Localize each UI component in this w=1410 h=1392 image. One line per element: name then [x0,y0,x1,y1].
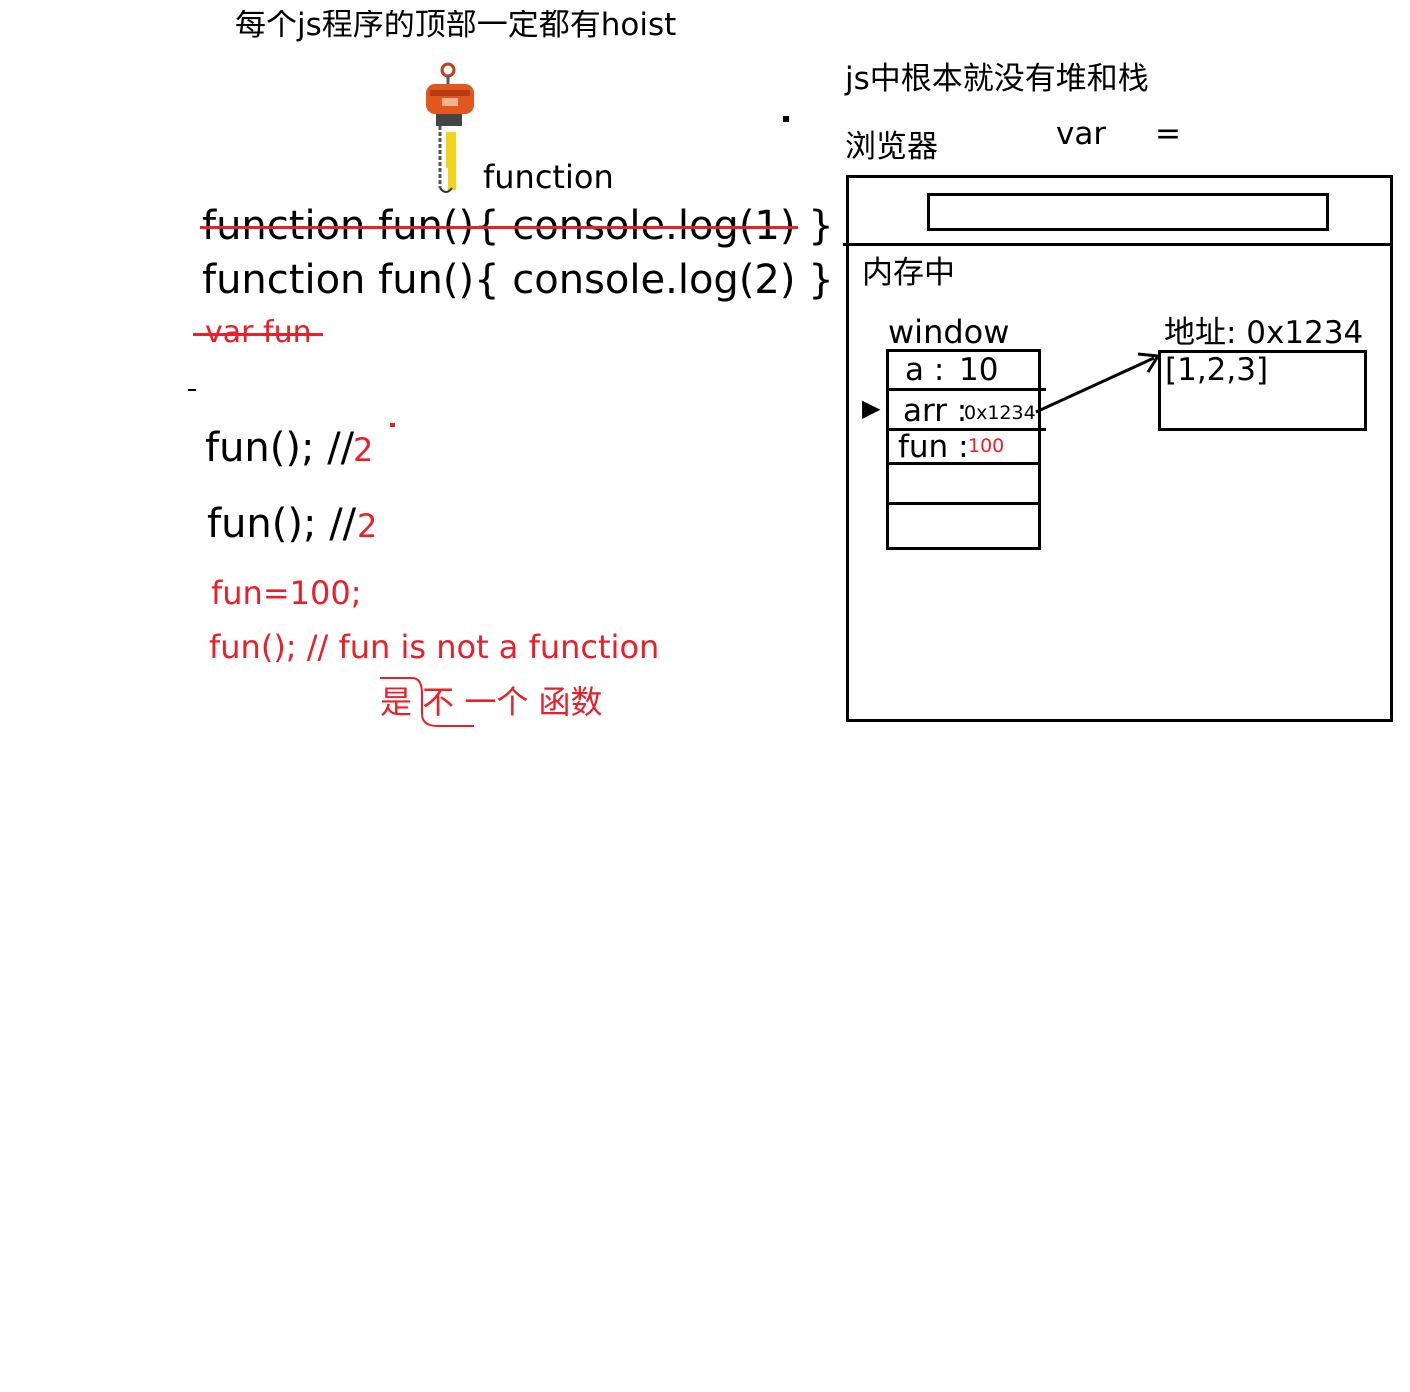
slot-fun-value: 100 [968,435,1005,457]
slot-divider [886,428,1046,431]
browser-toolbar-divider [843,243,1391,246]
hoist-title: 每个js程序的顶部一定都有hoist [235,10,677,43]
current-slot-pointer-icon: ▶ [862,394,881,422]
array-value: [1,2,3] [1165,352,1269,388]
slot-arr-value: 0x1234 [964,402,1036,424]
note-line: 是 不 一个 函数 [380,683,603,721]
slot-arr-name: arr : [903,393,968,429]
array-object-box [1158,350,1367,431]
reference-arrow [1035,352,1161,414]
slot-a-value: 10 [959,352,999,388]
note-bracket-mark [380,677,474,727]
strikethrough-line-1 [200,226,798,229]
browser-window-frame [846,175,1393,722]
address-bar [927,193,1329,231]
slot-a-name: a : [905,352,945,388]
slot-divider [886,502,1041,505]
browser-label: 浏览器 [845,129,938,165]
heading-no-heap-stack: js中根本就没有堆和栈 [845,61,1149,97]
slot-fun-name: fun : [898,429,969,465]
var-label: var [1056,116,1107,152]
stray-mark [783,116,789,122]
call-line-1: fun(); // [205,425,355,471]
assign-line: fun=100; [211,574,362,612]
equals-label: = [1155,116,1181,152]
stray-mark [390,423,395,427]
strikethrough-var [193,333,323,336]
window-object-box [886,349,1041,550]
address-label: 地址: 0x1234 [1164,315,1364,351]
memory-label: 内存中 [862,255,955,291]
call-1-answer: 2 [353,431,374,469]
code-line-2: function fun(){ console.log(2) } [202,257,834,303]
stray-mark [188,389,196,391]
call-2-answer: 2 [357,507,378,545]
slot-divider [886,462,1041,465]
window-label: window [888,313,1010,351]
slot-divider [886,388,1046,391]
call-line-2: fun(); // [207,501,357,547]
code-var-struck: var fun [205,315,312,350]
hoist-function-label: function [483,158,614,196]
chain-hoist-image [426,62,474,193]
call-line-3: fun(); // fun is not a function [209,628,660,666]
